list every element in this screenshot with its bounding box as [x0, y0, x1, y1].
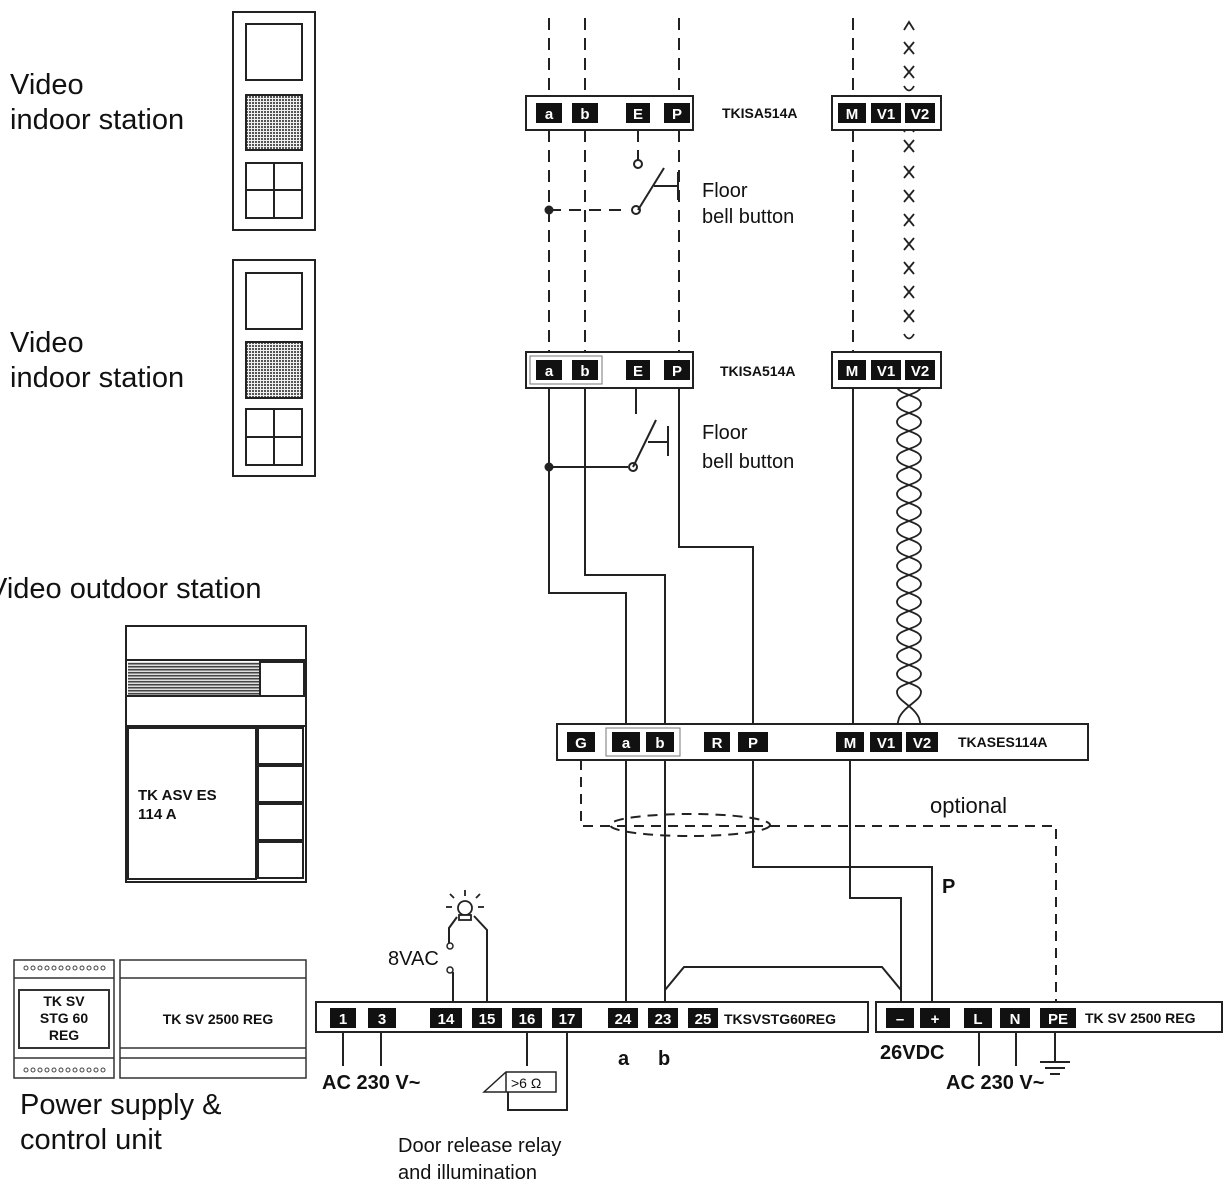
terminal-in2-m: M — [846, 363, 859, 380]
din-left-text-3: REG — [49, 1027, 79, 1043]
vac-contacts — [446, 942, 454, 974]
din-devices-drawing — [13, 959, 307, 1079]
indoor-1-terminals — [536, 103, 935, 123]
p-wire-label: P — [942, 876, 956, 898]
indoor-station-1-line1: Video — [10, 69, 84, 101]
indoor-module-2 — [525, 351, 942, 389]
door-release-line1: Door release relay — [398, 1135, 562, 1157]
terminal-in1-v2: V2 — [911, 106, 929, 123]
terminal-ctl-1: 1 — [339, 1011, 347, 1028]
terminal-ctl-17: 17 — [559, 1011, 576, 1028]
optional-label: optional — [930, 793, 1008, 818]
terminal-ctl-24: 24 — [615, 1011, 632, 1028]
indoor-station-1-line2: indoor station — [10, 104, 185, 136]
floor-bell-2-line2: bell button — [702, 451, 795, 473]
terminal-in2-e: E — [633, 363, 643, 380]
door-release-line2: and illumination — [398, 1162, 537, 1184]
terminal-out-v2: V2 — [913, 735, 931, 752]
outdoor-station-drawing — [125, 625, 307, 883]
din-left-text-2: STG 60 — [40, 1010, 88, 1026]
indoor-station-1-drawing — [232, 11, 316, 231]
outdoor-unit-text-2: 114 A — [138, 806, 177, 823]
lower-wiring — [342, 760, 1070, 1111]
vac-label: 8VAC — [388, 948, 439, 970]
outdoor-station-label: Video outdoor station — [0, 573, 262, 605]
device-label-control: TKSVSTG60REG — [724, 1011, 836, 1027]
terminal-in2-b: b — [580, 363, 589, 380]
indoor-station-2-line1: Video — [10, 327, 84, 359]
terminal-out-v1: V1 — [877, 735, 895, 752]
device-label-indoor-1: TKISA514A — [722, 105, 797, 121]
terminal-out-m: M — [844, 735, 857, 752]
a-label: a — [618, 1048, 630, 1070]
din-rail-dots — [23, 965, 106, 1073]
terminal-pwr-n: N — [1010, 1011, 1021, 1028]
vdc-label: 26VDC — [880, 1042, 945, 1064]
floor-bell-1-line1: Floor — [702, 180, 748, 202]
lamp-icon — [446, 890, 484, 921]
terminal-in2-a: a — [545, 363, 554, 380]
power-supply-line2: control unit — [20, 1124, 162, 1156]
floor-bell-button-2-symbol — [544, 419, 669, 472]
device-label-power: TK SV 2500 REG — [1085, 1010, 1196, 1026]
terminal-ctl-14: 14 — [438, 1011, 455, 1028]
ac-right-label: AC 230 V~ — [946, 1072, 1045, 1094]
indoor-station-2-drawing — [232, 259, 316, 477]
indoor-module-1 — [525, 95, 942, 131]
terminal-ctl-23: 23 — [655, 1011, 672, 1028]
terminal-in1-b: b — [580, 106, 589, 123]
bus-wires-dashed — [548, 18, 854, 352]
terminal-ctl-3: 3 — [378, 1011, 386, 1028]
power-supply-label: Power supply & control unit — [20, 1088, 222, 1158]
floor-bell-1-line2: bell button — [702, 206, 795, 228]
terminal-in1-m: M — [846, 106, 859, 123]
din-left-text-1: TK SV — [43, 993, 85, 1009]
terminal-in1-e: E — [633, 106, 643, 123]
terminal-out-b: b — [655, 735, 664, 752]
indoor-station-1-label: Video indoor station — [10, 68, 184, 138]
din-right-text: TK SV 2500 REG — [163, 1011, 274, 1027]
optional-wire — [580, 760, 1057, 1002]
terminal-in2-p: P — [672, 363, 682, 380]
control-module — [315, 1001, 869, 1033]
terminal-pwr-pe: PE — [1048, 1011, 1068, 1028]
outdoor-module — [556, 723, 1089, 761]
terminal-in2-v1: V1 — [877, 363, 895, 380]
indoor-station-2-line2: indoor station — [10, 362, 185, 394]
power-supply-line1: Power supply & — [20, 1089, 222, 1121]
twisted-pair-dashed — [903, 20, 915, 340]
terminal-ctl-25: 25 — [695, 1011, 712, 1028]
floor-bell-1-label: Floor bell button — [702, 178, 794, 230]
device-label-outdoor: TKASES114A — [958, 734, 1047, 750]
relay-resistance-label: >6 Ω — [511, 1075, 541, 1091]
terminal-ctl-16: 16 — [519, 1011, 536, 1028]
floor-bell-button-1-symbol — [544, 159, 679, 215]
terminal-in1-v1: V1 — [877, 106, 895, 123]
terminal-ctl-15: 15 — [479, 1011, 496, 1028]
bus-wires-solid — [548, 388, 854, 1002]
floor-bell-2-line1: Floor — [702, 422, 748, 444]
ac-left-label: AC 230 V~ — [322, 1072, 421, 1094]
terminal-out-g: G — [575, 735, 587, 752]
terminal-in1-a: a — [545, 106, 554, 123]
terminal-out-r: R — [712, 735, 723, 752]
terminal-in2-v2: V2 — [911, 363, 929, 380]
terminal-out-a: a — [622, 735, 631, 752]
terminal-in1-p: P — [672, 106, 682, 123]
door-relay-symbol — [482, 1071, 557, 1093]
terminal-pwr-minus: – — [896, 1011, 904, 1028]
indoor-station-2-label: Video indoor station — [10, 326, 184, 396]
outdoor-unit-text-1: TK ASV ES — [138, 787, 217, 804]
device-label-indoor-2: TKISA514A — [720, 363, 795, 379]
floor-bell-2-label: Floor bell button — [702, 419, 794, 477]
terminal-out-p: P — [748, 735, 758, 752]
twisted-pair-solid — [896, 385, 922, 727]
terminal-pwr-l: L — [973, 1011, 982, 1028]
door-release-label: Door release relay and illumination — [398, 1133, 561, 1187]
b-label: b — [658, 1048, 671, 1070]
terminal-pwr-plus: + — [931, 1011, 940, 1028]
power-module — [875, 1001, 1223, 1033]
